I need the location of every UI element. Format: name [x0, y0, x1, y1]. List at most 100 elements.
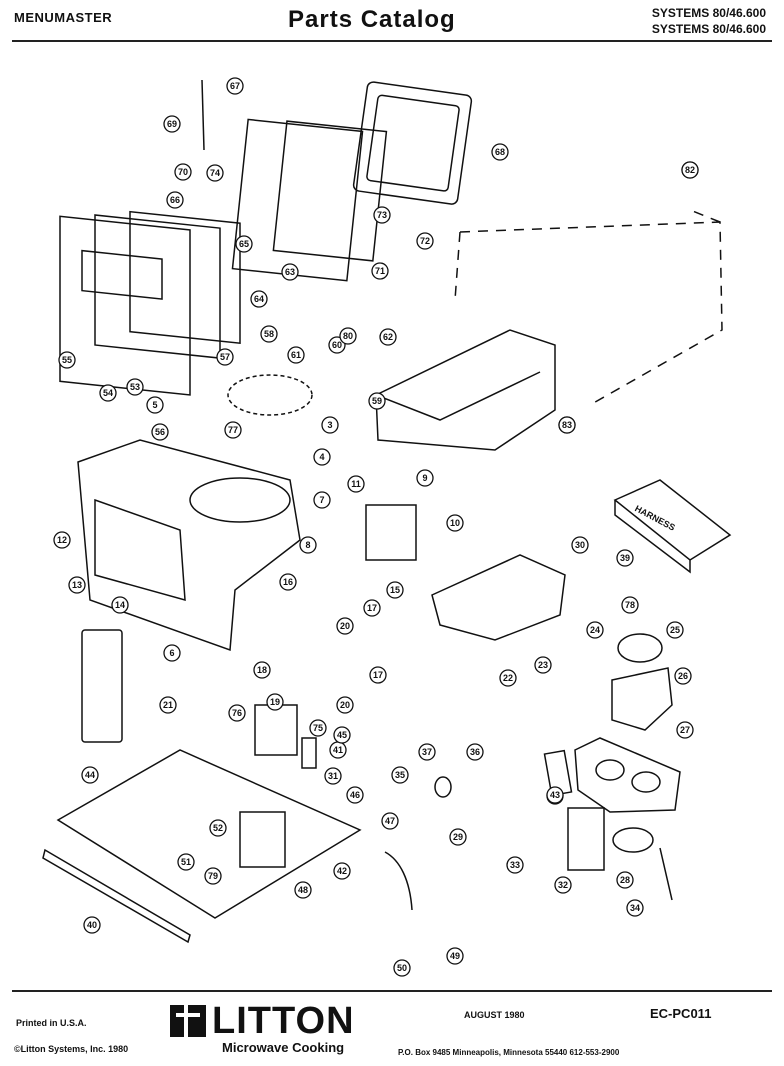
callout-12: 12 — [53, 531, 71, 549]
callout-number: 36 — [470, 747, 480, 757]
callout-number: 72 — [420, 236, 430, 246]
callout-20: 20 — [336, 617, 354, 635]
callout-43: 43 — [546, 786, 564, 804]
callout-circle — [381, 812, 399, 830]
callout-number: 75 — [313, 723, 323, 733]
callout-8: 8 — [299, 536, 317, 554]
callout-number: 73 — [377, 210, 387, 220]
callout-number: 64 — [254, 294, 264, 304]
fan-motor — [611, 667, 673, 731]
callout-circle — [586, 621, 604, 639]
systems-line-1: SYSTEMS 80/46.600 — [651, 6, 766, 20]
capacitor-small — [301, 737, 317, 769]
callout-number: 10 — [450, 518, 460, 528]
callout-number: 80 — [343, 331, 353, 341]
callout-73: 73 — [373, 206, 391, 224]
callout-circle — [266, 693, 284, 711]
door-frame — [272, 120, 388, 262]
callout-circle — [346, 786, 364, 804]
callout-number: 35 — [395, 770, 405, 780]
callout-number: 28 — [620, 875, 630, 885]
callout-circle — [235, 235, 253, 253]
callout-80: 80 — [339, 327, 357, 345]
callout-35: 35 — [391, 766, 409, 784]
callout-15: 15 — [386, 581, 404, 599]
callout-circle — [99, 384, 117, 402]
callout-circle — [534, 656, 552, 674]
callout-41: 41 — [329, 741, 347, 759]
callout-number: 7 — [319, 495, 324, 505]
callout-circle — [253, 661, 271, 679]
callout-circle — [81, 766, 99, 784]
callout-circle — [416, 469, 434, 487]
systems-line-2: SYSTEMS 80/46.600 — [651, 22, 766, 36]
callout-45: 45 — [333, 726, 351, 744]
callout-number: 34 — [630, 903, 640, 913]
callout-20: 20 — [336, 696, 354, 714]
callout-77: 77 — [224, 421, 242, 439]
callout-number: 20 — [340, 621, 350, 631]
callout-number: 54 — [103, 388, 113, 398]
callout-number: 32 — [558, 880, 568, 890]
callout-number: 62 — [383, 332, 393, 342]
callout-number: 48 — [298, 885, 308, 895]
callout-circle — [466, 743, 484, 761]
callout-circle — [159, 696, 177, 714]
callout-number: 71 — [375, 266, 385, 276]
callout-64: 64 — [250, 290, 268, 308]
callout-circle — [558, 416, 576, 434]
callout-circle — [174, 163, 192, 181]
callout-number: 68 — [495, 147, 505, 157]
callout-number: 57 — [220, 352, 230, 362]
blower-cover — [431, 554, 566, 641]
callout-circle — [111, 596, 129, 614]
callout-75: 75 — [309, 719, 327, 737]
callout-number: 76 — [232, 708, 242, 718]
callout-number: 82 — [685, 165, 695, 175]
door-gasket — [352, 81, 473, 205]
callout-circle — [281, 263, 299, 281]
company-address: P.O. Box 9485 Minneapolis, Minnesota 554… — [398, 1048, 620, 1057]
callout-number: 21 — [163, 700, 173, 710]
callout-circle — [616, 549, 634, 567]
callout-number: 5 — [152, 400, 157, 410]
callout-10: 10 — [446, 514, 464, 532]
callout-48: 48 — [294, 881, 312, 899]
callout-circle — [333, 726, 351, 744]
callout-number: 61 — [291, 350, 301, 360]
callout-18: 18 — [253, 661, 271, 679]
callout-number: 65 — [239, 239, 249, 249]
callout-66: 66 — [166, 191, 184, 209]
callout-29: 29 — [449, 828, 467, 846]
callout-17: 17 — [363, 599, 381, 617]
callout-circle — [371, 262, 389, 280]
callout-number: 9 — [422, 473, 427, 483]
callout-circle — [339, 327, 357, 345]
callout-30: 30 — [571, 536, 589, 554]
callout-circle — [391, 766, 409, 784]
header-rule — [12, 40, 772, 42]
callout-42: 42 — [333, 862, 351, 880]
callout-59: 59 — [368, 392, 386, 410]
callout-circle — [53, 531, 71, 549]
callout-53: 53 — [126, 378, 144, 396]
callout-number: 60 — [332, 340, 342, 350]
callout-number: 26 — [678, 671, 688, 681]
callout-16: 16 — [279, 573, 297, 591]
callout-17: 17 — [369, 666, 387, 684]
callout-number: 70 — [178, 167, 188, 177]
callout-circle — [674, 667, 692, 685]
page-title: Parts Catalog — [288, 6, 456, 33]
callout-circle — [681, 161, 699, 179]
callout-circle — [446, 947, 464, 965]
harness-box — [613, 479, 732, 574]
callout-69: 69 — [163, 115, 181, 133]
callout-number: 83 — [562, 420, 572, 430]
callout-number: 77 — [228, 425, 238, 435]
control-panel-housing — [375, 329, 556, 451]
callout-number: 63 — [285, 267, 295, 277]
callout-circle — [313, 491, 331, 509]
callout-circle — [146, 396, 164, 414]
cabinet-wrapper — [454, 209, 723, 406]
callout-circle — [499, 669, 517, 687]
